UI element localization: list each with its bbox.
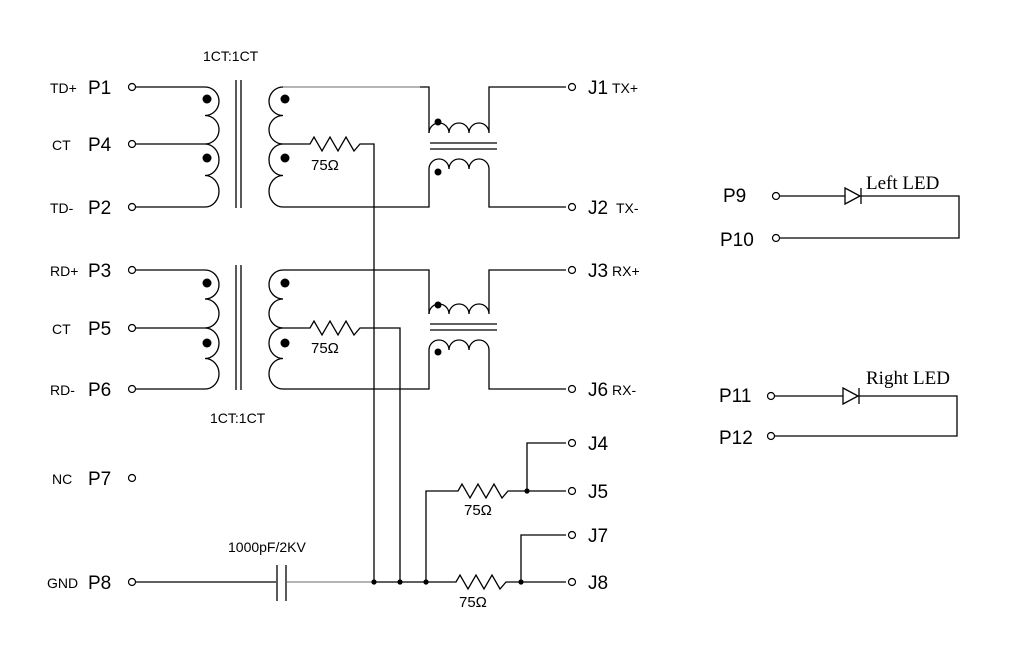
pin-j7-label: J7	[588, 526, 608, 547]
polarity-dot	[280, 94, 290, 104]
terminal-p11	[766, 391, 776, 401]
terminal-p6	[127, 384, 137, 394]
terminal-p5	[127, 323, 137, 333]
pin-j1-suffix: TX+	[612, 80, 638, 96]
polarity-dot	[202, 94, 212, 104]
resistor-j7-j8-value: 75Ω	[459, 594, 487, 611]
junction-dot	[423, 579, 429, 585]
junction-dot	[371, 579, 377, 585]
terminal-j3	[567, 265, 577, 275]
pin-j4-label: J4	[588, 434, 609, 455]
resistor-ct-tx	[283, 135, 375, 582]
pin-j2-suffix: TX-	[616, 200, 639, 216]
led-left: P9 P10 Left LED	[720, 173, 960, 251]
right-pin-terminals	[567, 82, 577, 587]
terminal-p9	[771, 191, 781, 201]
polarity-dot	[280, 153, 290, 163]
capacitor-gnd-value: 1000pF/2KV	[228, 539, 306, 555]
resistor-ct-rx	[283, 319, 401, 582]
pin-j3-label: J3	[588, 261, 608, 282]
terminal-p3	[127, 265, 137, 275]
terminal-j7	[567, 530, 577, 540]
junction-dot	[518, 579, 524, 585]
resistor-j7-j8	[426, 534, 566, 591]
transformer-top	[136, 80, 290, 208]
led-right: P11 P12 Right LED	[719, 368, 958, 449]
resistor-ct-rx-value: 75Ω	[311, 340, 339, 357]
terminal-j1	[567, 82, 577, 92]
terminal-j2	[567, 202, 577, 212]
resistor-j4-j5	[425, 442, 566, 582]
junction-dot	[524, 488, 530, 494]
terminal-p1	[127, 82, 137, 92]
pin-j5-label: J5	[588, 482, 608, 503]
resistor-ct-tx-value: 75Ω	[311, 157, 339, 174]
terminal-p4	[127, 139, 137, 149]
diode-triangle	[844, 186, 862, 206]
pin-p8-label: P8	[88, 573, 111, 594]
terminal-j5	[567, 486, 577, 496]
pin-p1-label: P1	[88, 78, 111, 99]
pin-p6-label: P6	[88, 380, 111, 401]
pin-p6-prefix: RD-	[50, 382, 75, 398]
pin-j6-label: J6	[588, 380, 608, 401]
choke-rx	[283, 269, 566, 390]
polarity-dot	[202, 278, 212, 288]
terminal-p7	[127, 473, 137, 483]
polarity-dot	[202, 338, 212, 348]
pin-j1-label: J1	[588, 78, 608, 99]
pin-p10-label: P10	[720, 230, 754, 251]
terminal-p10	[771, 233, 781, 243]
pin-j8-label: J8	[588, 573, 608, 594]
polarity-dot	[280, 338, 290, 348]
right-pin-labels: J1 TX+ J2 TX- J3 RX+ J6 RX- J4 J5 J7 J8	[588, 78, 640, 594]
polarity-dot	[434, 118, 442, 126]
pin-p2-label: P2	[88, 198, 111, 219]
pin-j3-suffix: RX+	[612, 263, 640, 279]
pin-p4-prefix: CT	[52, 137, 71, 153]
pin-j2-label: J2	[588, 198, 608, 219]
terminal-p12	[766, 431, 776, 441]
polarity-dot	[434, 348, 442, 356]
led-right-label: Right LED	[866, 368, 950, 389]
transformer-top-ratio: 1CT:1CT	[203, 48, 259, 64]
pin-p7-prefix: NC	[52, 471, 72, 487]
pin-p9-label: P9	[723, 186, 746, 207]
terminal-j4	[567, 438, 577, 448]
resistor-j4-j5-value: 75Ω	[464, 502, 492, 519]
polarity-dot	[202, 153, 212, 163]
terminal-j8	[567, 577, 577, 587]
diode-triangle	[842, 386, 860, 406]
terminal-p8	[127, 577, 137, 587]
left-pin-labels: TD+ P1 CT P4 TD- P2 RD+ P3 CT P5 RD- P6 …	[47, 78, 112, 594]
pin-p5-prefix: CT	[52, 321, 71, 337]
junction-dot	[397, 579, 403, 585]
pin-j6-suffix: RX-	[612, 382, 636, 398]
left-pin-terminals	[127, 82, 137, 587]
pin-p8-prefix: GND	[47, 575, 78, 591]
terminal-j6	[567, 384, 577, 394]
pin-p3-label: P3	[88, 261, 111, 282]
pin-p12-label: P12	[719, 428, 753, 449]
polarity-dot	[434, 301, 442, 309]
led-left-label: Left LED	[866, 173, 939, 194]
pin-p11-label: P11	[719, 386, 751, 407]
polarity-dot	[434, 168, 442, 176]
pin-p3-prefix: RD+	[50, 263, 78, 279]
pin-p1-prefix: TD+	[50, 80, 77, 96]
pin-p2-prefix: TD-	[50, 200, 74, 216]
pin-p5-label: P5	[88, 319, 111, 340]
pin-p7-label: P7	[88, 469, 111, 490]
pin-p4-label: P4	[88, 135, 112, 156]
polarity-dot	[280, 278, 290, 288]
transformer-bottom-ratio: 1CT:1CT	[210, 410, 266, 426]
transformer-bottom	[136, 265, 290, 390]
terminal-p2	[127, 202, 137, 212]
capacitor-gnd	[136, 565, 429, 601]
choke-tx	[283, 86, 566, 208]
